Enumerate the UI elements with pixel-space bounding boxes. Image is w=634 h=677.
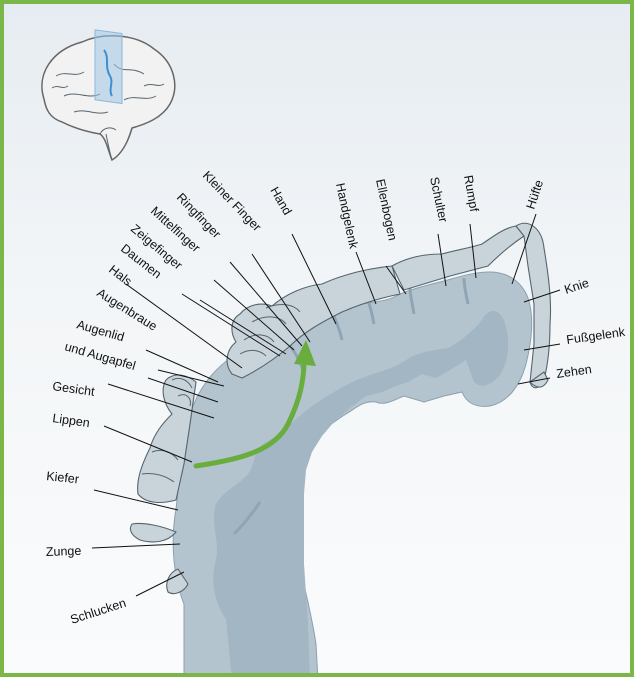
label-zunge: Zunge [46,544,82,559]
label-huefte: Hüfte [524,178,547,211]
label-ellenbogen: Ellenbogen [373,178,400,242]
label-schulter: Schulter [427,176,450,224]
label-kiefer: Kiefer [46,469,80,486]
label-handgelenk: Handgelenk [333,182,361,251]
label-hals: Hals [106,262,134,288]
label-knie: Knie [563,276,591,297]
label-fussgelenk: Fußgelenk [565,325,626,347]
motor-homunculus-diagram: Kleiner Finger Hand Handgelenk Ellenboge… [4,4,634,677]
label-augenlid-line1: Augenlid [75,317,126,344]
brain-overview-icon [42,30,175,160]
label-augenlid-line2: und Augapfel [63,339,137,373]
label-rumpf: Rumpf [461,174,481,213]
label-lippen: Lippen [52,411,91,430]
label-gesicht: Gesicht [52,379,96,399]
homunculus-tongue [130,523,176,541]
label-schlucken: Schlucken [69,596,128,627]
label-zehen: Zehen [555,362,592,381]
cortex-cross-section [173,272,531,677]
label-hand: Hand [267,185,294,218]
